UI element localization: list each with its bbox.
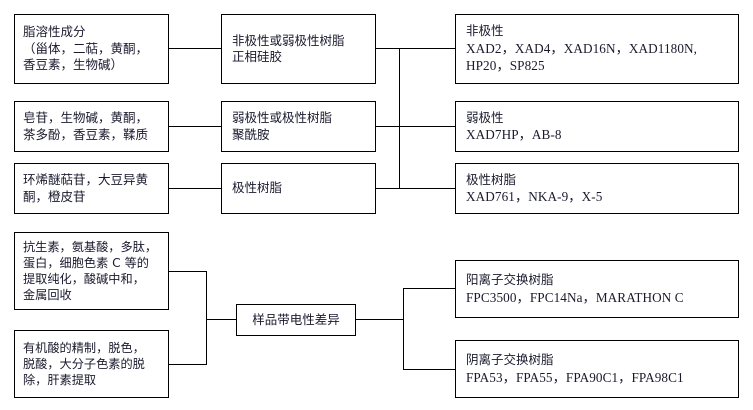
method-box-2-line-2: 聚酰胺 — [232, 126, 270, 142]
product-box-3: 极性树脂 XAD761，NKA-9，X-5 — [455, 163, 739, 214]
connector-sample2-method2 — [169, 126, 221, 128]
connector-bracket-product4 — [403, 288, 456, 290]
product-box-5-heading: 阴离子交换树脂 — [466, 352, 554, 368]
connector-bracket-method4 — [206, 319, 237, 321]
method-box-2-line-1: 弱极性或极性树脂 — [232, 110, 333, 125]
sample-box-4: 抗生素，氨基酸，多肽， 蛋白，细胞色素 C 等的 提取纯化，酸碱中和， 金属回收 — [14, 232, 169, 310]
connector-sample3-method3 — [169, 188, 221, 190]
product-box-1: 非极性 XAD2，XAD4，XAD16N，XAD1180N, HP20，SP82… — [455, 14, 739, 84]
product-box-4-heading: 阳离子交换树脂 — [466, 272, 554, 288]
connector-trunk-product1 — [399, 48, 456, 50]
connector-method1-trunk — [376, 48, 400, 50]
product-box-5: 阴离子交换树脂 FPA53，FPA55，FPA90C1，FPA98C1 — [455, 340, 739, 398]
method-box-2: 弱极性或极性树脂 聚酰胺 — [221, 101, 376, 152]
product-box-1-heading: 非极性 — [466, 23, 504, 39]
product-box-3-item-1: XAD761，NKA-9，X-5 — [466, 189, 603, 205]
method-box-1: 非极性或弱极性树脂 正相硅胶 — [221, 14, 376, 84]
method-box-1-line-2: 正相硅胶 — [232, 49, 283, 64]
sample-box-1-line-3: 香豆素，生物碱） — [23, 57, 124, 73]
sample-box-3-line-1: 环烯醚萜苷，大豆异黄 — [23, 172, 149, 187]
product-box-4: 阳离子交换树脂 FPC3500，FPC14Na，MARATHON C — [455, 260, 739, 318]
sample-box-1-line-1: 脂溶性成分 — [23, 24, 86, 40]
connector-trunk-product3 — [399, 188, 456, 190]
method-box-3: 极性树脂 — [221, 163, 376, 214]
connector-sample5-bracket — [169, 364, 207, 366]
sample-box-3-line-2: 酮，橙皮苷 — [23, 188, 86, 204]
sample-box-3: 环烯醚萜苷，大豆异黄 酮，橙皮苷 — [14, 163, 169, 214]
connector-method4-bracket — [356, 319, 404, 321]
sample-box-4-line-3: 提取纯化，酸碱中和， — [23, 272, 145, 286]
sample-box-4-line-1: 抗生素，氨基酸，多肽， — [23, 239, 158, 254]
sample-box-4-line-4: 金属回收 — [23, 288, 72, 303]
sample-box-5-line-2: 脱酸，大分子色素的脱 — [23, 356, 145, 371]
product-box-5-item-1: FPA53，FPA55，FPA90C1，FPA98C1 — [466, 369, 684, 385]
connector-method3-trunk — [376, 188, 400, 190]
product-box-3-heading: 极性树脂 — [466, 171, 517, 187]
sample-box-2-line-2: 茶多酚，香豆素，鞣质 — [23, 126, 149, 142]
product-box-4-item-1: FPC3500，FPC14Na，MARATHON C — [466, 289, 684, 305]
product-box-2-heading: 弱极性 — [466, 109, 504, 125]
method-box-1-line-1: 非极性或弱极性树脂 — [232, 32, 345, 48]
connector-bottom-left-bracket-vertical — [206, 271, 208, 365]
connector-method2-trunk — [376, 126, 400, 128]
connector-trunk-vertical — [399, 48, 401, 189]
sample-box-5-line-1: 有机酸的精制，脱色， — [23, 340, 145, 355]
sample-box-2-line-1: 皂苷，生物碱，黄酮， — [23, 110, 149, 125]
connector-bottom-right-bracket-vertical — [403, 288, 405, 370]
method-box-3-line-1: 极性树脂 — [232, 180, 283, 196]
sample-box-5-line-3: 除，肝素提取 — [23, 373, 97, 388]
product-box-2-item-1: XAD7HP，AB-8 — [466, 127, 562, 143]
product-box-1-item-1: XAD2，XAD4，XAD16N，XAD1180N, — [466, 40, 698, 56]
product-box-1-item-2: HP20，SP825 — [466, 58, 545, 74]
method-box-4: 样品带电性差异 — [236, 304, 356, 336]
sample-box-2: 皂苷，生物碱，黄酮， 茶多酚，香豆素，鞣质 — [14, 101, 169, 152]
connector-sample4-bracket — [169, 271, 207, 273]
sample-box-4-line-2: 蛋白，细胞色素 C 等的 — [23, 255, 149, 270]
sample-box-5: 有机酸的精制，脱色， 脱酸，大分子色素的脱 除，肝素提取 — [14, 330, 169, 398]
connector-sample1-method1 — [169, 48, 221, 50]
product-box-2: 弱极性 XAD7HP，AB-8 — [455, 101, 739, 152]
sample-box-1-line-2: （甾体，二萜，黄酮， — [23, 40, 149, 56]
connector-trunk-product2 — [399, 126, 456, 128]
connector-bracket-product5 — [403, 369, 456, 371]
method-box-4-line-1: 样品带电性差异 — [252, 311, 340, 327]
sample-box-1: 脂溶性成分 （甾体，二萜，黄酮， 香豆素，生物碱） — [14, 14, 169, 84]
